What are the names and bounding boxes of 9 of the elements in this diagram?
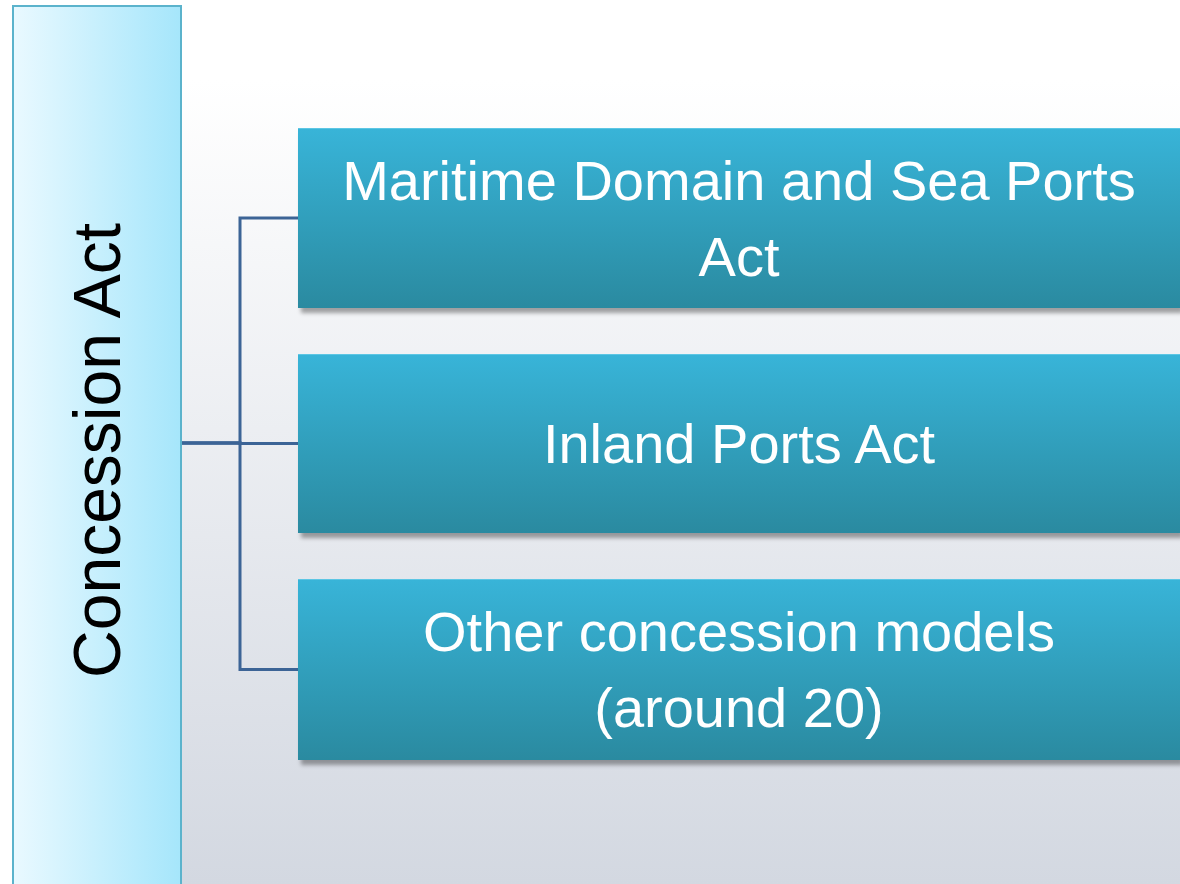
vertical-title-box (12, 5, 182, 884)
process-box (298, 579, 1180, 760)
process-box (298, 128, 1180, 308)
connector-line (182, 441, 298, 671)
box-label: Maritime Domain and Sea Ports Act (341, 147, 1137, 290)
box-label: Other concession models (around 20) (422, 599, 1056, 741)
box-label: Inland Ports Act (541, 411, 937, 478)
box-label: Concession Act (59, 222, 135, 678)
process-box (298, 354, 1180, 533)
